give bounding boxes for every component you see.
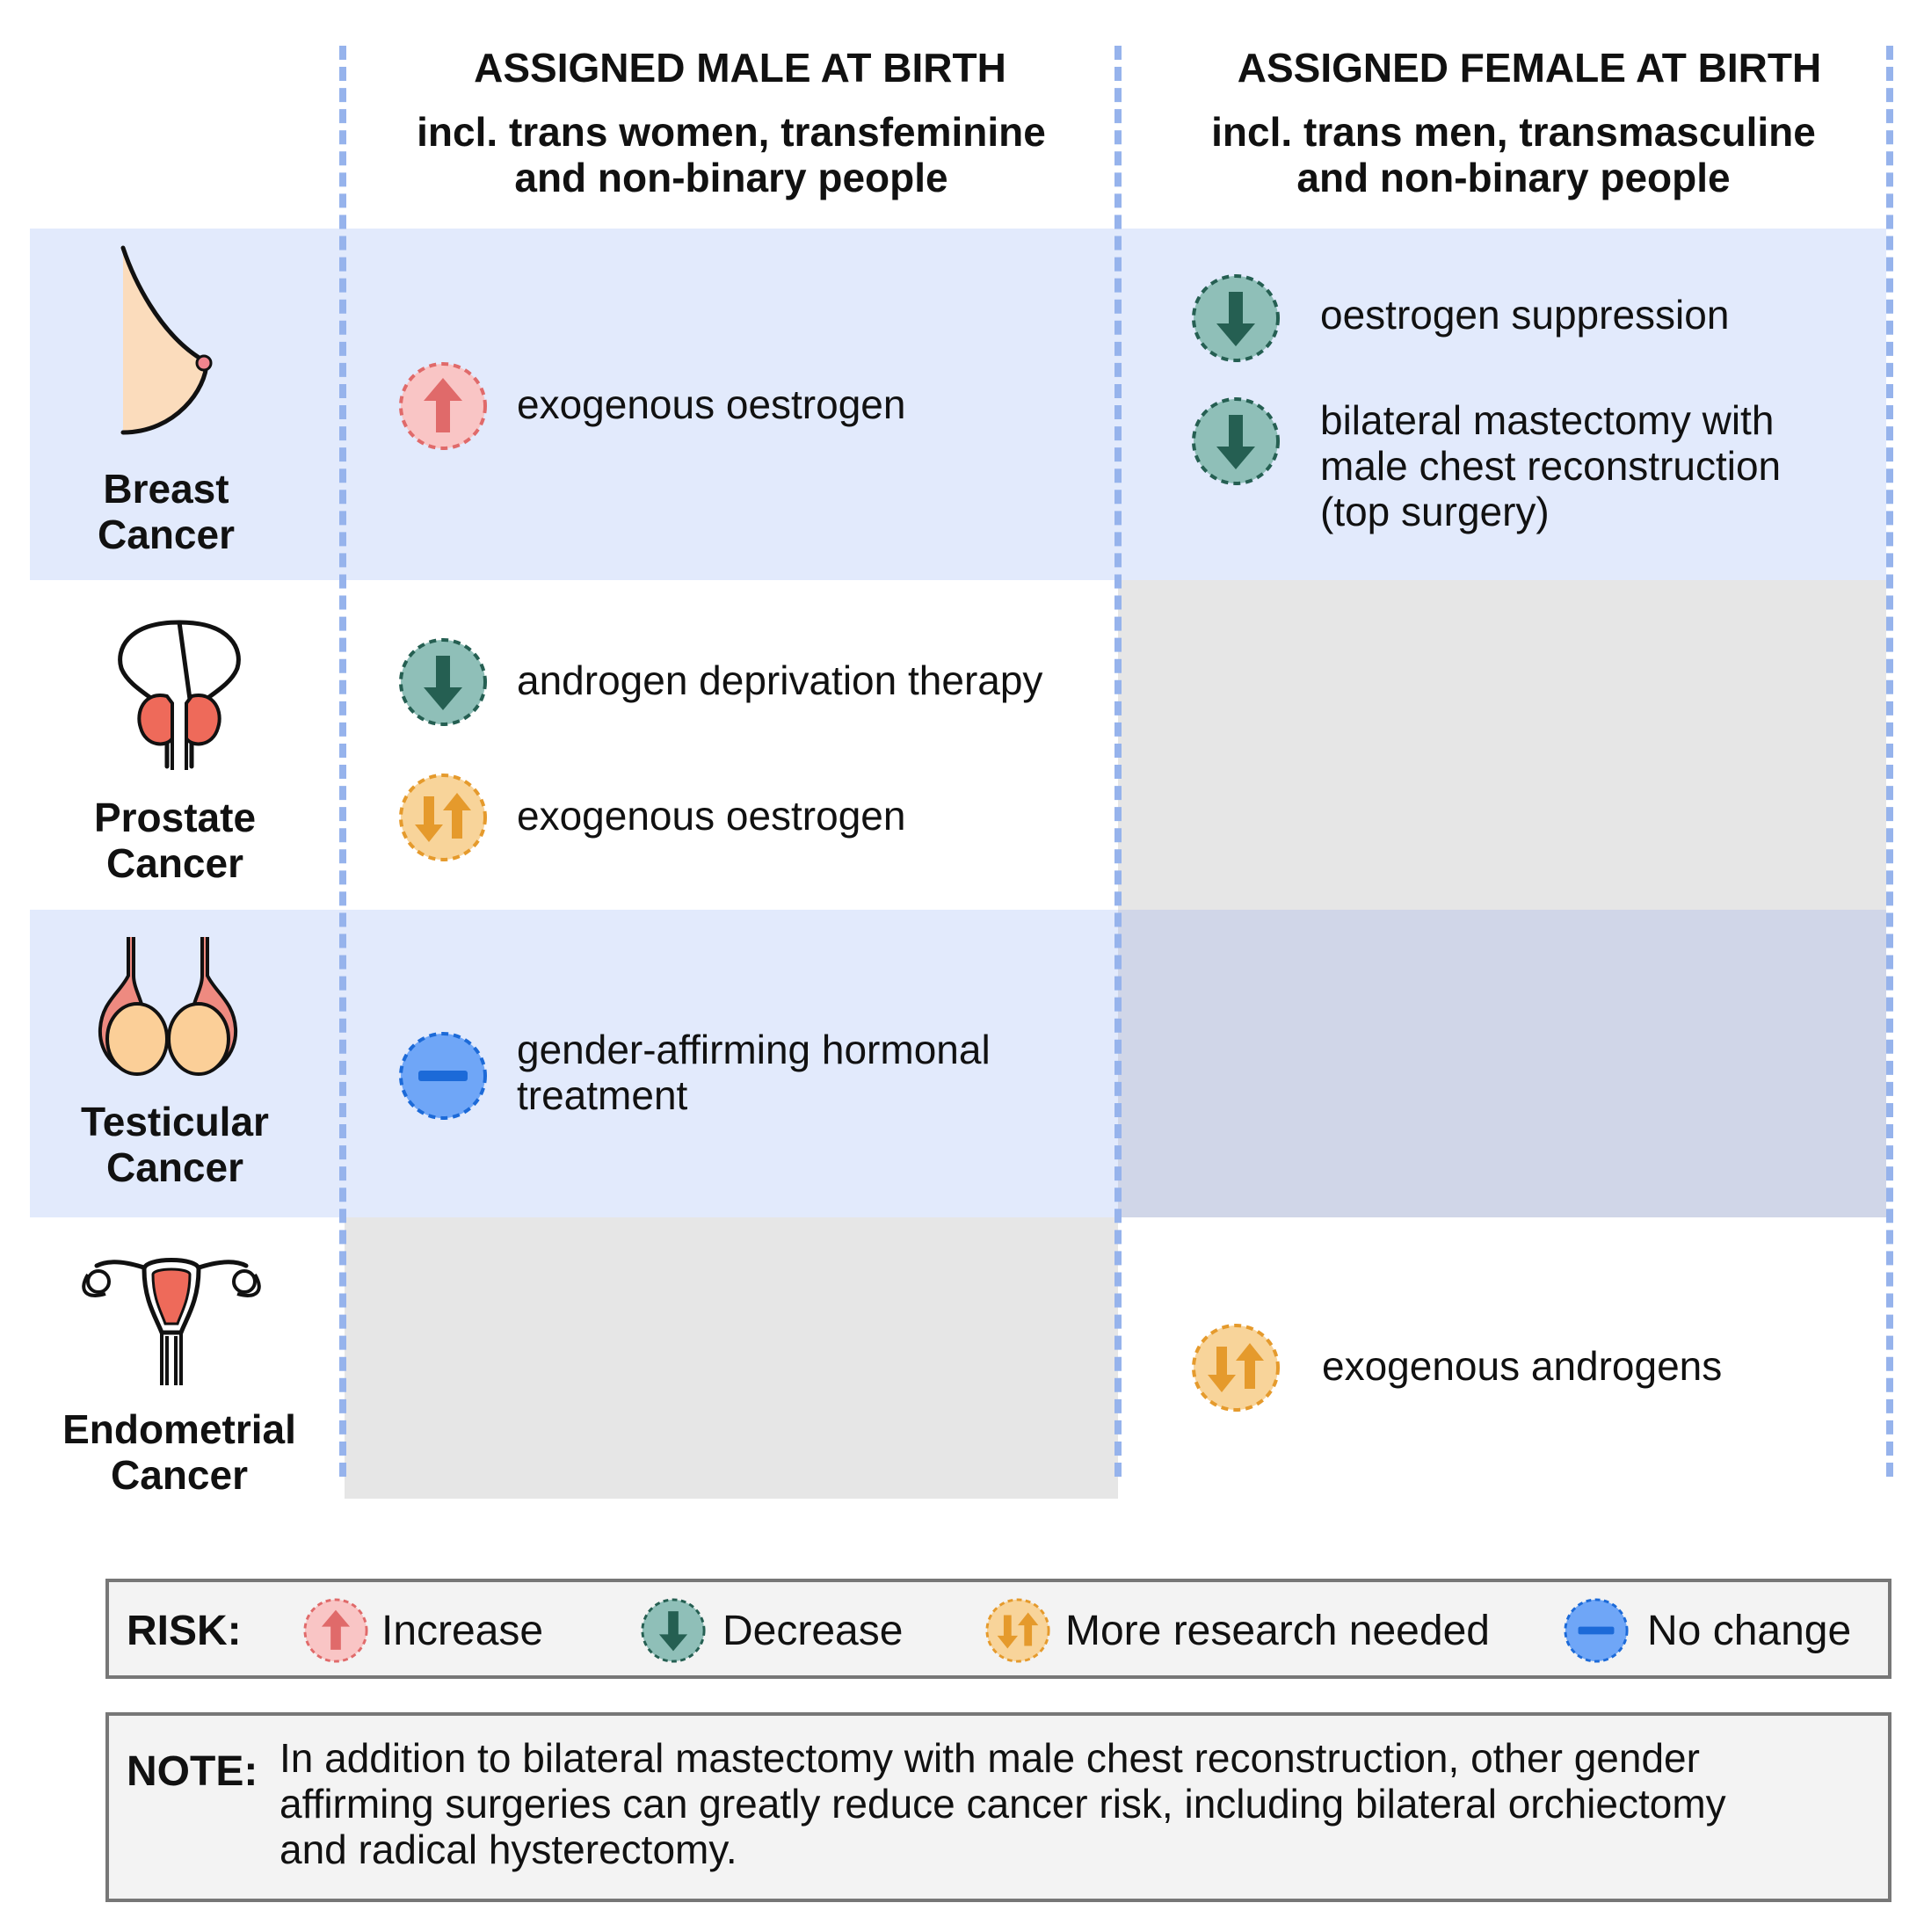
uterus-icon bbox=[82, 1258, 261, 1385]
male-subtitle-line-1: incl. trans women, transfeminine bbox=[417, 109, 1046, 155]
testicular-cancer-label: Testicular Cancer bbox=[30, 1099, 320, 1190]
legend-decrease-text: Decrease bbox=[722, 1608, 904, 1654]
prostate-male-item-1-text: androgen deprivation therapy bbox=[517, 657, 1043, 703]
legend-label: RISK: bbox=[127, 1608, 242, 1654]
decrease-risk-icon bbox=[1190, 396, 1281, 487]
increase-legend-icon bbox=[302, 1597, 369, 1664]
note-text: In addition to bilateral mastectomy with… bbox=[280, 1735, 1726, 1872]
endometrial-male-na-cell bbox=[345, 1217, 1118, 1499]
prostate-cancer-label: Prostate Cancer bbox=[30, 795, 320, 886]
female-column-title: ASSIGNED FEMALE AT BIRTH bbox=[1237, 45, 1822, 91]
note-line-3: and radical hysterectomy. bbox=[280, 1827, 737, 1872]
prostate-male-item-2-text: exogenous oestrogen bbox=[517, 793, 906, 839]
breast-female-item-1-text: oestrogen suppression bbox=[1320, 292, 1730, 338]
testicular-label-line-2: Cancer bbox=[106, 1144, 243, 1190]
column-divider-middle bbox=[1114, 46, 1122, 1477]
legend-increase-text: Increase bbox=[381, 1608, 544, 1654]
testes-icon bbox=[98, 937, 238, 1076]
endometrial-label-line-1: Endometrial bbox=[62, 1406, 296, 1452]
prostate-label-line-1: Prostate bbox=[93, 795, 257, 840]
breast-male-item-1-text: exogenous oestrogen bbox=[517, 381, 906, 427]
female-subtitle-line-2: and non-binary people bbox=[1296, 155, 1731, 200]
hormonal-line-2: treatment bbox=[517, 1072, 688, 1118]
research-legend-icon bbox=[984, 1597, 1051, 1664]
prostate-icon bbox=[118, 620, 241, 770]
increase-risk-icon bbox=[397, 360, 489, 452]
note-line-1: In addition to bilateral mastectomy with… bbox=[280, 1735, 1700, 1781]
risk-legend: RISK: Increase Decrease More research ne… bbox=[105, 1579, 1891, 1679]
testicular-label-line-1: Testicular bbox=[81, 1099, 269, 1144]
testicular-male-item-1-text: gender-affirming hormonal treatment bbox=[517, 1027, 991, 1118]
female-column-subtitle: incl. trans men, transmasculine and non-… bbox=[1118, 109, 1909, 200]
male-subtitle-line-2: and non-binary people bbox=[514, 155, 948, 200]
research-needed-icon bbox=[1190, 1322, 1281, 1413]
breast-cancer-label: Breast Cancer bbox=[30, 466, 302, 557]
testicular-female-na-cell bbox=[1118, 910, 1886, 1217]
female-subtitle-line-1: incl. trans men, transmasculine bbox=[1211, 109, 1816, 155]
breast-label-line-1: Breast bbox=[103, 466, 229, 512]
note-line-2: affirming surgeries can greatly reduce c… bbox=[280, 1781, 1726, 1827]
top-surgery-line-2: male chest reconstruction bbox=[1320, 443, 1782, 489]
endometrial-label-line-2: Cancer bbox=[111, 1452, 248, 1498]
breast-label-line-2: Cancer bbox=[98, 512, 235, 557]
breast-icon bbox=[120, 245, 213, 435]
decrease-legend-icon bbox=[640, 1597, 707, 1664]
top-surgery-line-3: (top surgery) bbox=[1320, 489, 1550, 534]
male-column-title: ASSIGNED MALE AT BIRTH bbox=[474, 45, 1006, 91]
male-column-subtitle: incl. trans women, transfeminine and non… bbox=[345, 109, 1118, 200]
note-box: NOTE: In addition to bilateral mastectom… bbox=[105, 1712, 1891, 1902]
prostate-female-na-cell bbox=[1118, 580, 1886, 910]
endometrial-female-item-1-text: exogenous androgens bbox=[1322, 1343, 1723, 1389]
hormonal-line-1: gender-affirming hormonal bbox=[517, 1027, 991, 1072]
endometrial-cancer-label: Endometrial Cancer bbox=[30, 1406, 329, 1498]
decrease-risk-icon bbox=[397, 636, 489, 728]
legend-no-change-text: No change bbox=[1647, 1608, 1852, 1654]
no-change-legend-icon bbox=[1563, 1597, 1630, 1664]
prostate-label-line-2: Cancer bbox=[106, 840, 243, 886]
column-divider-right bbox=[1886, 46, 1893, 1477]
note-label: NOTE: bbox=[127, 1748, 258, 1795]
breast-female-item-2-text: bilateral mastectomy with male chest rec… bbox=[1320, 397, 1781, 534]
legend-research-text: More research needed bbox=[1065, 1608, 1490, 1654]
top-surgery-line-1: bilateral mastectomy with bbox=[1320, 397, 1775, 443]
decrease-risk-icon bbox=[1190, 272, 1281, 364]
column-divider-left bbox=[339, 46, 346, 1477]
research-needed-icon bbox=[397, 772, 489, 863]
no-change-icon bbox=[397, 1030, 489, 1122]
